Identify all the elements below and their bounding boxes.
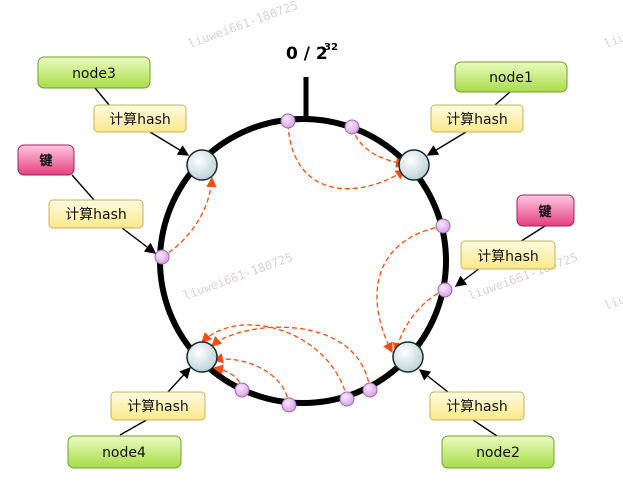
- node3-hash-label: 计算hash: [109, 112, 171, 128]
- server-node: [186, 149, 218, 181]
- node1-hash-label: 计算hash: [446, 112, 508, 128]
- ring-label-exponent: 32: [324, 42, 338, 53]
- node2-group: 计算hash node2: [429, 391, 555, 469]
- node2-box: [441, 435, 555, 469]
- mapping-arrow: [212, 353, 290, 406]
- key-right-label: 键: [537, 204, 551, 220]
- watermark-text: liuwei661-180725: [181, 250, 294, 303]
- key-left-group: 键 计算hash: [17, 144, 144, 229]
- mapping-arrow: [211, 326, 371, 391]
- ring-point: [437, 282, 453, 298]
- node4-box: [67, 435, 182, 469]
- node1-hash-box: [430, 104, 524, 133]
- ring-point: [435, 218, 451, 234]
- ring-point: [339, 391, 355, 407]
- key-left-hash-box: [48, 199, 144, 229]
- node4-hash-label: 计算hash: [127, 399, 189, 415]
- mapping-arrows: [161, 123, 446, 406]
- node3-label: node3: [72, 66, 116, 82]
- ring-points: [154, 113, 453, 413]
- mapping-arrow: [376, 225, 444, 354]
- node1-box: [454, 61, 568, 93]
- ring-point: [362, 382, 378, 398]
- ring-label-base: 0 / 2: [286, 44, 328, 64]
- node4-group: 计算hash node4: [67, 391, 206, 469]
- watermark-text: liu: [602, 292, 623, 313]
- server-node: [392, 341, 424, 373]
- key-left-hash-label: 计算hash: [65, 207, 127, 223]
- node4-label: node4: [102, 445, 146, 461]
- key-right-box: [516, 194, 575, 227]
- watermark-text: liuwei661-180725: [186, 0, 299, 51]
- server-nodes: [186, 149, 430, 373]
- mapping-arrow: [161, 176, 217, 258]
- key-right-group: 键 计算hash: [460, 194, 575, 270]
- node4-hash-box: [110, 391, 206, 421]
- server-node: [186, 341, 218, 373]
- server-node: [398, 149, 430, 181]
- node1-label: node1: [489, 70, 533, 86]
- mapping-arrow: [351, 127, 407, 168]
- node1-group: node1 计算hash: [430, 61, 568, 133]
- ring-point: [280, 113, 296, 129]
- watermark-text: liu: [602, 30, 623, 51]
- ring-point: [234, 382, 250, 398]
- key-left-label: 键: [38, 153, 52, 169]
- node3-hash-box: [93, 104, 187, 133]
- key-left-box: [17, 144, 75, 176]
- key-right-hash-box: [460, 240, 556, 270]
- ring-point: [154, 249, 170, 265]
- node3-group: node3 计算hash: [37, 56, 187, 133]
- node2-hash-label: 计算hash: [446, 399, 508, 415]
- mapping-arrow: [287, 123, 407, 190]
- ring-point: [344, 119, 360, 135]
- mapping-arrow: [201, 324, 348, 399]
- node2-label: node2: [476, 445, 520, 461]
- node3-box: [37, 56, 151, 89]
- node2-hash-box: [429, 391, 525, 421]
- key-right-hash-label: 计算hash: [477, 249, 539, 265]
- ring-point: [281, 397, 297, 413]
